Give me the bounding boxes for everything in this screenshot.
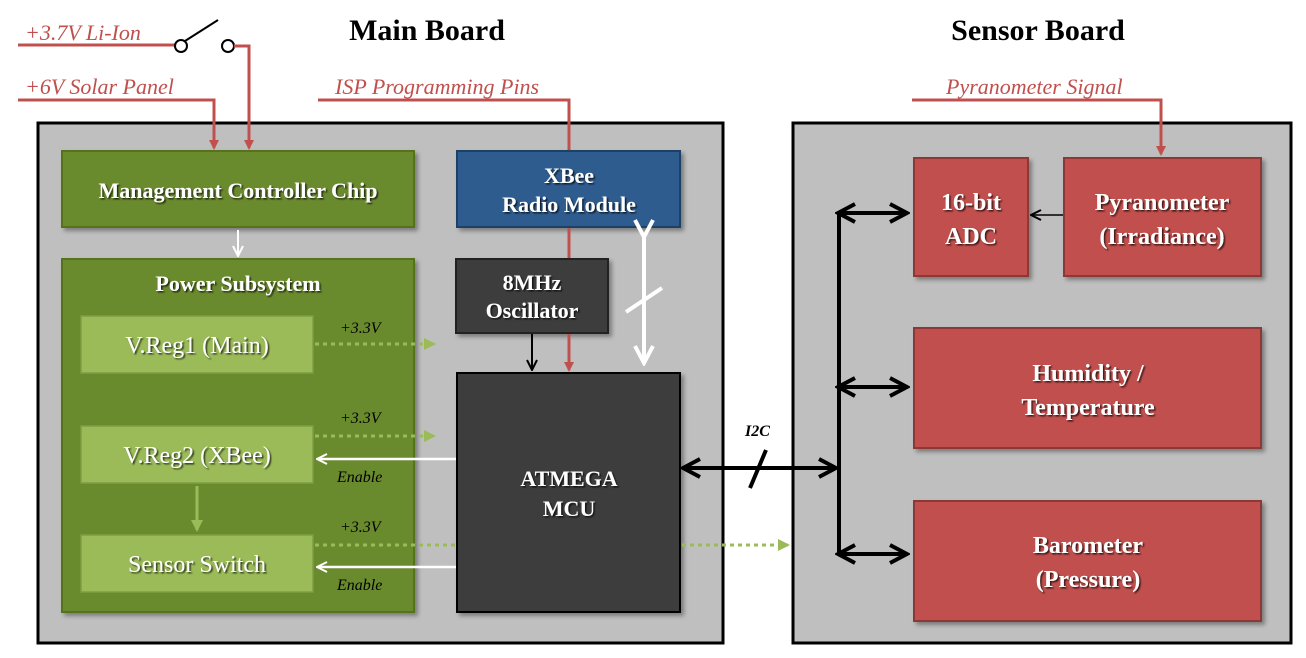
barometer-box — [913, 500, 1262, 622]
management-controller-chip — [61, 150, 415, 228]
solar-label: +6V Solar Panel — [25, 74, 174, 99]
sensor-switch-power-line: +3.3V — [315, 519, 790, 551]
oscillator-label-line2: Oscillator — [486, 298, 579, 323]
enable1-label: Enable — [336, 469, 382, 486]
li-ion-label: +3.7V Li-Ion — [25, 20, 141, 45]
isp-input: ISP Programming Pins — [318, 74, 571, 150]
i2c-bus: I2C — [684, 213, 906, 554]
switch-contact-icon — [221, 39, 235, 53]
pyranometer-label-line2: (Irradiance) — [1099, 224, 1224, 250]
vreg2-box — [80, 425, 314, 484]
v2-label: +3.3V — [340, 410, 383, 427]
oscillator — [455, 258, 609, 334]
i2c-label: I2C — [744, 423, 770, 440]
oscillator-label-line1: 8MHz — [503, 270, 562, 295]
adc-label-line2: ADC — [945, 224, 997, 250]
vreg2-label: V.Reg2 (XBee) — [123, 443, 271, 469]
management-controller-label: Management Controller Chip — [98, 178, 377, 203]
barometer-label-line1: Barometer — [1033, 533, 1144, 559]
power-subsystem-title: Power Subsystem — [155, 271, 320, 296]
vreg1-power-line: +3.3V — [315, 320, 436, 350]
humidity-label-line1: Humidity / — [1032, 361, 1144, 387]
adc-box — [913, 157, 1029, 277]
adc-label-line1: 16-bit — [941, 190, 1001, 216]
vreg1-box — [80, 315, 314, 374]
isp-label: ISP Programming Pins — [334, 74, 539, 99]
barometer-label-line2: (Pressure) — [1036, 567, 1140, 593]
pyranometer-signal-label: Pyranometer Signal — [945, 74, 1123, 99]
solar-input: +6V Solar Panel — [18, 74, 219, 150]
pyranometer-signal-input: Pyranometer Signal — [912, 74, 1166, 156]
xbee-radio-module — [456, 150, 681, 228]
xbee-mcu-serial-link — [624, 236, 664, 362]
enable2-label: Enable — [336, 577, 382, 594]
sensor-switch-enable-line: Enable — [318, 567, 456, 594]
switch-lever-icon — [184, 19, 219, 42]
v3-label: +3.3V — [340, 519, 383, 536]
li-ion-input: +3.7V Li-Ion — [18, 19, 254, 150]
vreg2-power-line: +3.3V — [315, 410, 436, 442]
mcu-label-line1: ATMEGA — [520, 466, 617, 491]
mcu-label-line2: MCU — [543, 496, 596, 521]
humidity-label-line2: Temperature — [1021, 395, 1155, 421]
humidity-temperature-box — [913, 327, 1262, 449]
v1-label: +3.3V — [340, 320, 383, 337]
vreg2-enable-line: Enable — [318, 459, 456, 486]
switch-contact-icon — [174, 39, 188, 53]
sensor-switch-box — [80, 534, 314, 593]
sensor-switch-label: Sensor Switch — [128, 552, 266, 578]
vreg1-label: V.Reg1 (Main) — [125, 333, 269, 359]
sensor-board-title: Sensor Board — [951, 14, 1125, 47]
main-board-title: Main Board — [349, 14, 505, 47]
atmega-mcu — [456, 372, 681, 613]
xbee-label-line1: XBee — [544, 163, 594, 188]
xbee-label-line2: Radio Module — [502, 192, 636, 217]
pyranometer-label-line1: Pyranometer — [1095, 190, 1230, 216]
pyranometer-box — [1063, 157, 1262, 277]
